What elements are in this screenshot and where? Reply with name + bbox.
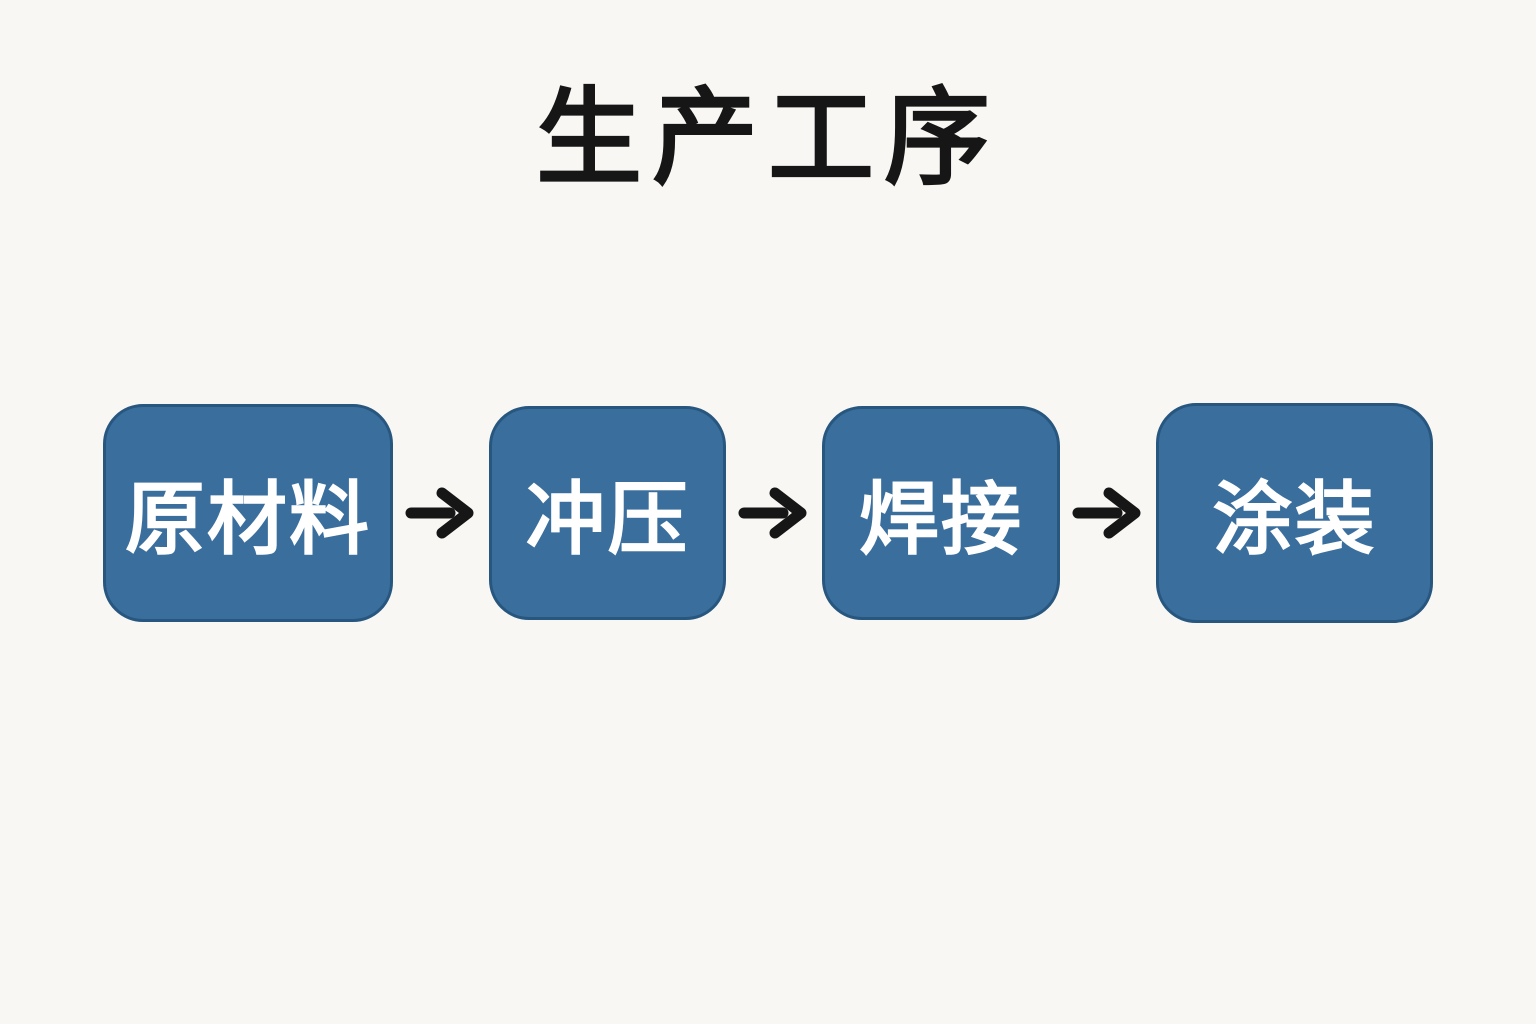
process-flow: 原材料 冲压 焊接 涂装 — [0, 403, 1536, 623]
step-label: 涂装 — [1212, 475, 1377, 564]
step-box-raw-materials: 原材料 — [103, 404, 393, 622]
step-label: 焊接 — [859, 475, 1023, 564]
page-title: 生产工序 — [536, 80, 1000, 198]
step-box-painting: 涂装 — [1156, 403, 1433, 623]
arrow-right-icon — [1060, 485, 1156, 541]
step-label: 原材料 — [125, 475, 371, 564]
arrow-right-icon — [393, 485, 489, 541]
step-box-welding: 焊接 — [822, 406, 1060, 620]
step-label: 冲压 — [525, 475, 690, 564]
arrow-right-icon — [726, 485, 822, 541]
step-box-stamping: 冲压 — [489, 406, 726, 620]
